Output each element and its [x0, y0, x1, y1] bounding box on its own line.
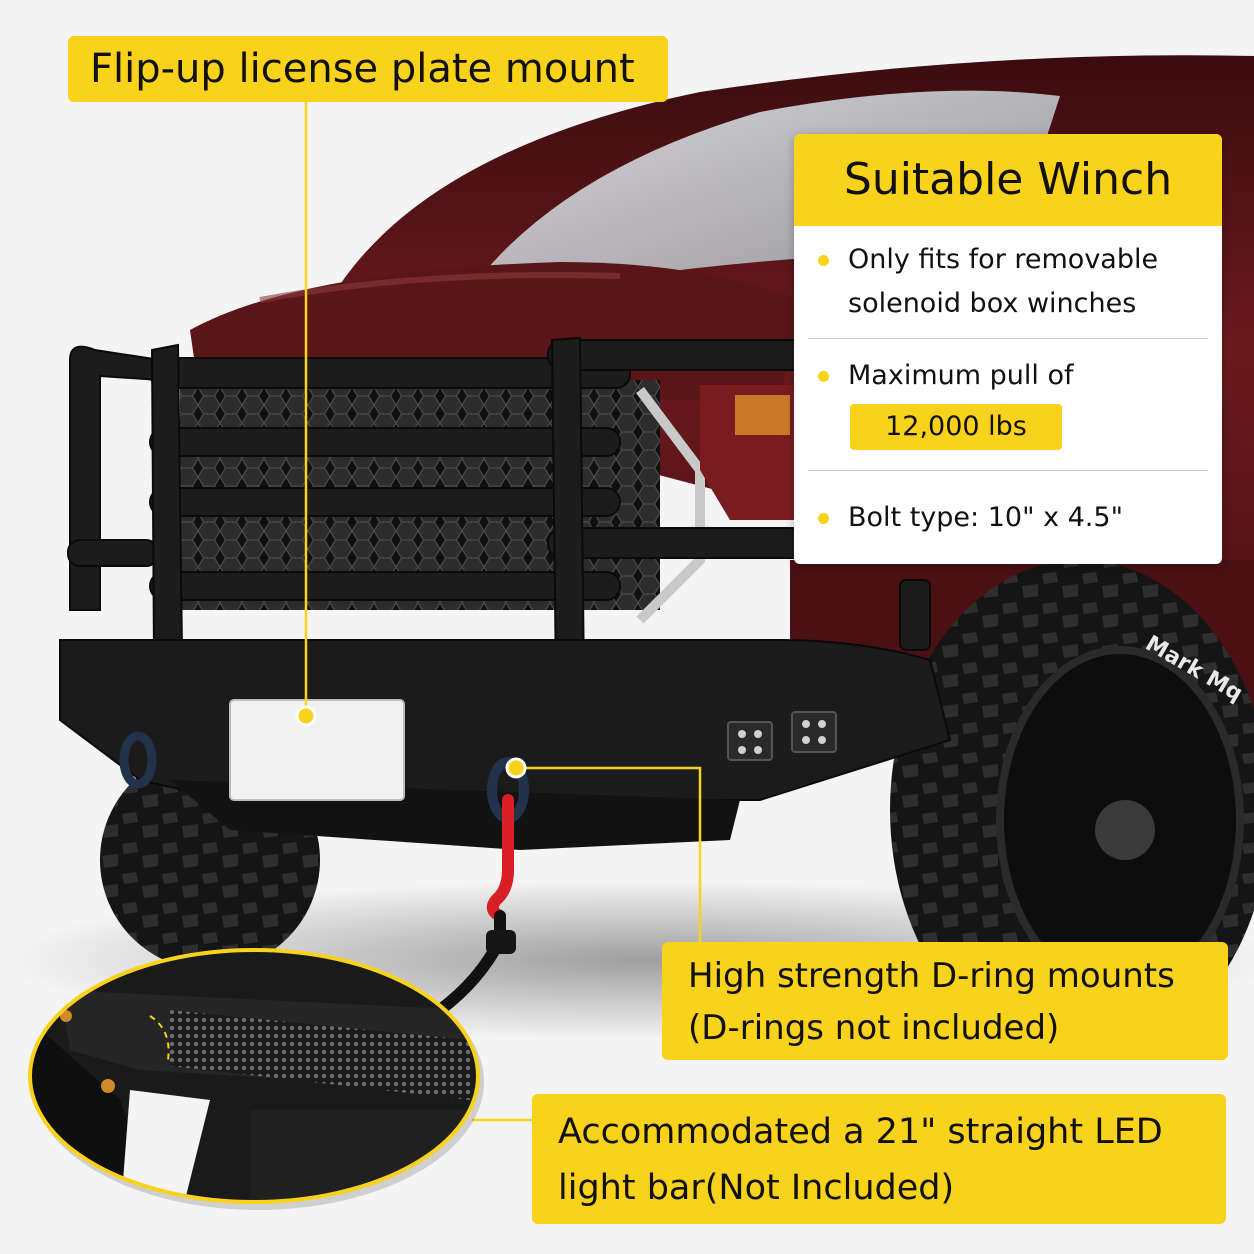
winch-fit-line2: solenoid box winches [848, 288, 1137, 319]
led-light-bar-callout: Accommodated a 21" straight LED light ba… [532, 1094, 1226, 1224]
led-callout-line2: light bar(Not Included) [558, 1168, 955, 1208]
bullet-dot [818, 513, 829, 524]
grille-chrome-frame [636, 387, 705, 624]
hook-stopper [486, 930, 516, 954]
light-bar-detail-inset [30, 950, 478, 1202]
winch-pull-text: Maximum pull of [848, 360, 1074, 391]
license-plate-callout: Flip-up license plate mount [68, 36, 668, 102]
winch-hook [486, 794, 514, 922]
led-callout-line1: Accommodated a 21" straight LED [558, 1112, 1163, 1152]
divider [808, 338, 1208, 339]
detail-inset-border [28, 948, 480, 1204]
headlight-amber [735, 395, 790, 435]
winch-fit-row: Only fits for removable solenoid box win… [816, 238, 1208, 334]
bullet-dot [818, 371, 829, 382]
license-plate [229, 699, 405, 801]
divider [808, 470, 1208, 471]
max-pull-badge: 12,000 lbs [850, 404, 1062, 450]
winch-fit-line1: Only fits for removable [848, 244, 1159, 275]
fog-light-right [791, 711, 837, 753]
hood-highlight [259, 272, 621, 303]
winch-pull-row: Maximum pull of [816, 354, 1208, 398]
d-ring-callout: High strength D-ring mounts (D-rings not… [662, 942, 1228, 1060]
fog-light-left [727, 721, 773, 761]
license-plate-callout-text: Flip-up license plate mount [90, 46, 635, 92]
dring-leader-line [516, 766, 702, 942]
d-ring-callout-line1: High strength D-ring mounts [688, 956, 1175, 996]
bullet-dot [818, 255, 829, 266]
plate-marker-dot [295, 705, 317, 727]
fog-light-leds [738, 720, 826, 754]
d-ring-left [119, 731, 157, 789]
dring-marker-dot [505, 757, 527, 779]
right-hub [1095, 800, 1155, 860]
winch-spec-panel: Suitable Winch Only fits for removable s… [794, 134, 1222, 564]
winch-panel-title: Suitable Winch [794, 134, 1222, 226]
d-ring-callout-line2: (D-rings not included) [688, 1008, 1060, 1048]
winch-bolt-text: Bolt type: 10" x 4.5" [848, 502, 1123, 533]
winch-bolt-row: Bolt type: 10" x 4.5" [816, 496, 1208, 540]
